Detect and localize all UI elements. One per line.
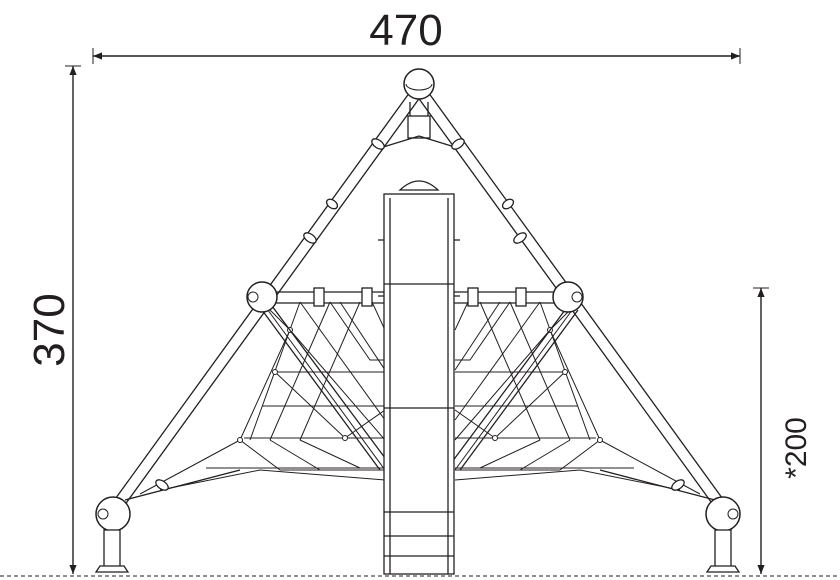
height-dimension-label: 370 bbox=[25, 293, 74, 366]
left-foot bbox=[94, 529, 130, 573]
left-base-ball bbox=[95, 496, 131, 532]
central-mast bbox=[378, 180, 460, 575]
right-joint-ball bbox=[552, 281, 584, 313]
fall-height-dimension: *200 bbox=[753, 287, 813, 574]
width-dimension-label: 470 bbox=[369, 6, 442, 55]
right-foot bbox=[705, 529, 741, 573]
top-joint-ball bbox=[403, 68, 435, 100]
fall-height-dimension-label: *200 bbox=[780, 417, 813, 479]
width-dimension: 470 bbox=[92, 6, 741, 64]
height-dimension: 370 bbox=[25, 65, 81, 574]
right-base-ball bbox=[705, 496, 741, 532]
left-joint-ball bbox=[246, 281, 278, 313]
